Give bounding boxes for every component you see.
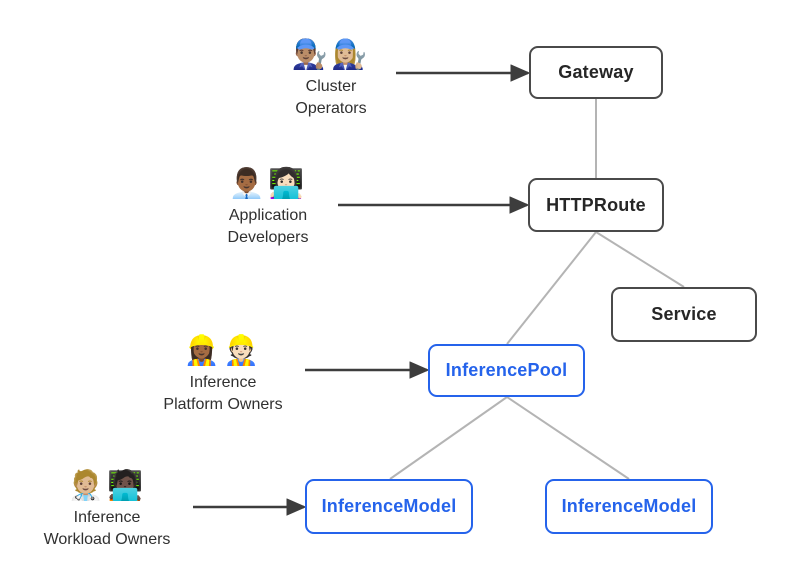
actor-label-line: Platform Owners: [163, 396, 283, 413]
connector-inferencepool-to-inferencemodel-left: [389, 396, 508, 480]
inference-workload-owners-people-icon: 🧑🏼‍⚕️🧑🏿‍💻: [67, 470, 147, 502]
cluster-operators-people-icon: 👨🏽‍🔧👩🏼‍🔧: [291, 39, 371, 71]
actor-label-line: Inference: [189, 374, 257, 391]
node-gateway-label: Gateway: [558, 62, 634, 82]
actor-inference-platform-owners: 👷🏾‍♀️👷🏻 Inference Platform Owners: [123, 330, 323, 416]
connector-httproute-to-service: [595, 231, 685, 288]
actor-label-line: Operators: [295, 100, 367, 117]
actor-label-line: Inference: [73, 509, 141, 526]
inference-platform-owners-people-icon: 👷🏾‍♀️👷🏻: [183, 335, 263, 367]
actor-inference-workload-owners: 🧑🏼‍⚕️🧑🏿‍💻 Inference Workload Owners: [7, 465, 207, 551]
node-inferencepool-label: InferencePool: [445, 360, 568, 380]
node-gateway: Gateway: [529, 46, 663, 99]
node-httproute-label: HTTPRoute: [546, 194, 646, 215]
actor-label-line: Application: [228, 207, 308, 224]
node-service: Service: [611, 287, 757, 342]
node-service-label: Service: [651, 304, 717, 324]
application-developers-people-icon: 👨🏾‍💼👩🏻‍💻: [228, 168, 308, 200]
node-inferencemodel-left-label: InferenceModel: [321, 496, 457, 516]
actor-label-line: Developers: [227, 229, 309, 246]
node-inferencemodel-right: InferenceModel: [545, 479, 713, 534]
actor-label-line: Workload Owners: [43, 531, 171, 548]
actor-cluster-operators: 👨🏽‍🔧👩🏼‍🔧 Cluster Operators: [231, 34, 431, 120]
actor-label-line: Cluster: [305, 78, 357, 95]
connector-inferencepool-to-inferencemodel-right: [506, 396, 630, 480]
actor-application-developers: 👨🏾‍💼👩🏻‍💻 Application Developers: [168, 163, 368, 249]
node-inferencemodel-left: InferenceModel: [305, 479, 473, 534]
connector-httproute-to-inferencepool: [506, 231, 597, 345]
node-httproute: HTTPRoute: [528, 178, 664, 232]
node-inferencemodel-right-label: InferenceModel: [561, 496, 697, 516]
node-inferencepool: InferencePool: [428, 344, 585, 397]
